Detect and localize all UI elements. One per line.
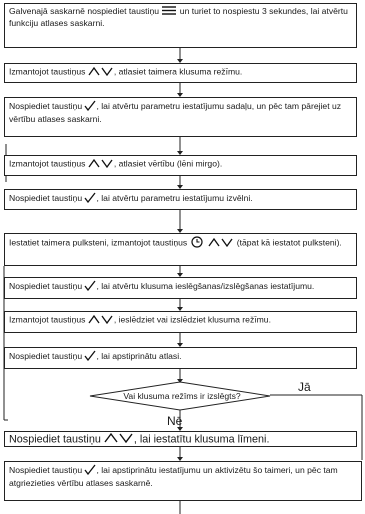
step-6-text-a: Iestatiet taimera pulksteni, izmantojot …	[9, 237, 190, 248]
step-5-box: Nospiediet taustiņu , lai atvērtu parame…	[4, 189, 357, 210]
check-icon	[84, 280, 96, 293]
decision-no-label: Nē	[167, 414, 183, 428]
step-2-text-a: Izmantojot taustiņus	[9, 66, 88, 77]
step-1-text-a: Galvenajā saskarnē nospiediet taustiņu	[9, 6, 162, 17]
step-9-text-a: Nospiediet taustiņu	[9, 351, 85, 362]
step-4-box: Izmantojot taustiņus , atlasiet vērtību …	[4, 155, 357, 176]
step-7-box: Nospiediet taustiņu , lai atvērtu klusum…	[4, 277, 357, 299]
up-down-icon	[88, 158, 114, 171]
step-8-text-a: Izmantojot taustiņus	[9, 314, 88, 325]
up-down-icon	[88, 66, 114, 79]
clock-icon	[190, 236, 204, 251]
check-icon	[84, 192, 96, 206]
step-9-box: Nospiediet taustiņu , lai apstiprinātu a…	[4, 347, 357, 369]
decision-yes-label: Jā	[298, 380, 311, 394]
step-2-text-b: , atlasiet taimera klusuma režīmu.	[113, 66, 243, 77]
step-3-box: Nospiediet taustiņu , lai atvērtu parame…	[4, 97, 357, 137]
step-final-text-b: , lai apstiprinātu iestatījumu un aktivi…	[9, 465, 338, 488]
decision-text: Vai klusuma režīms ir izslēgts?	[123, 391, 241, 401]
step-final-text-a: Nospiediet taustiņu	[9, 465, 85, 476]
step-6-box: Iestatiet taimera pulksteni, izmantojot …	[4, 233, 357, 266]
step-4-text-b: , atlasiet vērtību (lēni mirgo).	[113, 158, 223, 169]
step-9-text-b: , lai apstiprinātu atlasi.	[96, 351, 182, 362]
step-4-text-a: Izmantojot taustiņus	[9, 158, 88, 169]
step-2-box: Izmantojot taustiņus , atlasiet taimera …	[4, 63, 357, 83]
check-icon	[84, 350, 96, 364]
step-8-text-b: , ieslēdziet vai izslēdziet klusuma režī…	[113, 314, 271, 325]
step-no-box: Nospiediet taustiņu , lai iestatītu klus…	[4, 431, 357, 447]
check-icon	[84, 464, 96, 478]
step-3-text-a: Nospiediet taustiņu	[9, 101, 85, 112]
step-1-text-b: un turiet to nospiestu 3 sekundes, lai a…	[9, 6, 348, 28]
up-down-icon	[88, 314, 114, 327]
step-5-text-a: Nospiediet taustiņu	[9, 193, 85, 204]
step-final-box: Nospiediet taustiņu , lai apstiprinātu i…	[4, 461, 362, 501]
step-no-text-b: , lai iestatītu klusuma līmeni.	[133, 433, 270, 446]
step-1-box: Galvenajā saskarnē nospiediet taustiņu u…	[4, 3, 357, 48]
up-down-icon	[208, 237, 234, 250]
step-5-text-b: , lai atvērtu parametru iestatījumu izvē…	[96, 193, 253, 204]
step-6-text-b: (tāpat kā iestatot pulksteni).	[234, 237, 342, 248]
step-no-text-a: Nospiediet taustiņu	[9, 433, 104, 446]
step-3-text-b: , lai atvērtu parametru iestatījumu sada…	[9, 101, 342, 124]
menu-icon	[161, 6, 177, 18]
step-8-box: Izmantojot taustiņus , ieslēdziet vai iz…	[4, 311, 357, 333]
up-down-icon	[104, 432, 134, 447]
step-7-text-a: Nospiediet taustiņu	[9, 280, 85, 291]
check-icon	[84, 100, 96, 114]
step-7-text-b: , lai atvērtu klusuma ieslēgšanas/izslēg…	[96, 280, 315, 291]
decision-diamond	[89, 381, 271, 411]
